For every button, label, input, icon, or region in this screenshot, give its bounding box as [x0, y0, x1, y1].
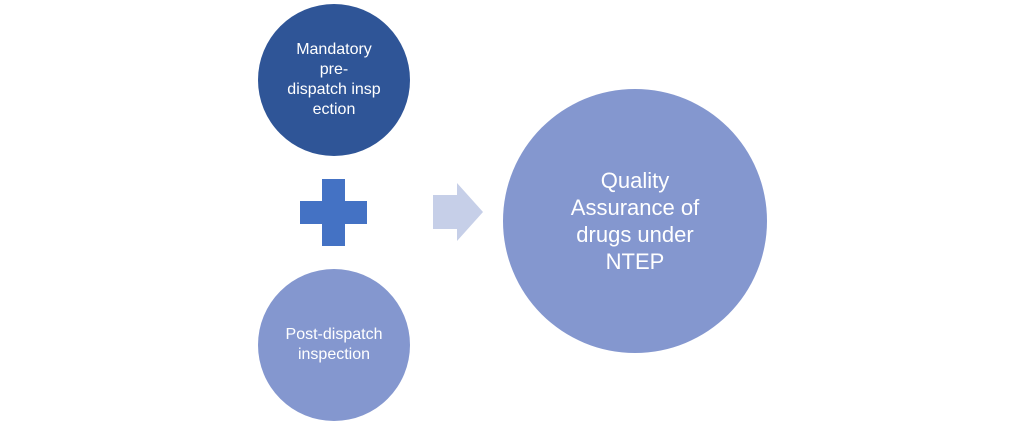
- quality-assurance-node: Quality Assurance of drugs under NTEP: [503, 89, 767, 353]
- post-dispatch-node: Post-dispatch inspection: [258, 269, 410, 421]
- mandatory-pre-dispatch-node: Mandatory pre- dispatch insp ection: [258, 4, 410, 156]
- arrow-right-icon: [433, 183, 483, 241]
- plus-icon: [300, 179, 367, 246]
- post-dispatch-label: Post-dispatch inspection: [285, 326, 383, 363]
- mandatory-pre-dispatch-label: Mandatory pre- dispatch insp ection: [287, 41, 381, 118]
- quality-assurance-label: Quality Assurance of drugs under NTEP: [570, 168, 700, 274]
